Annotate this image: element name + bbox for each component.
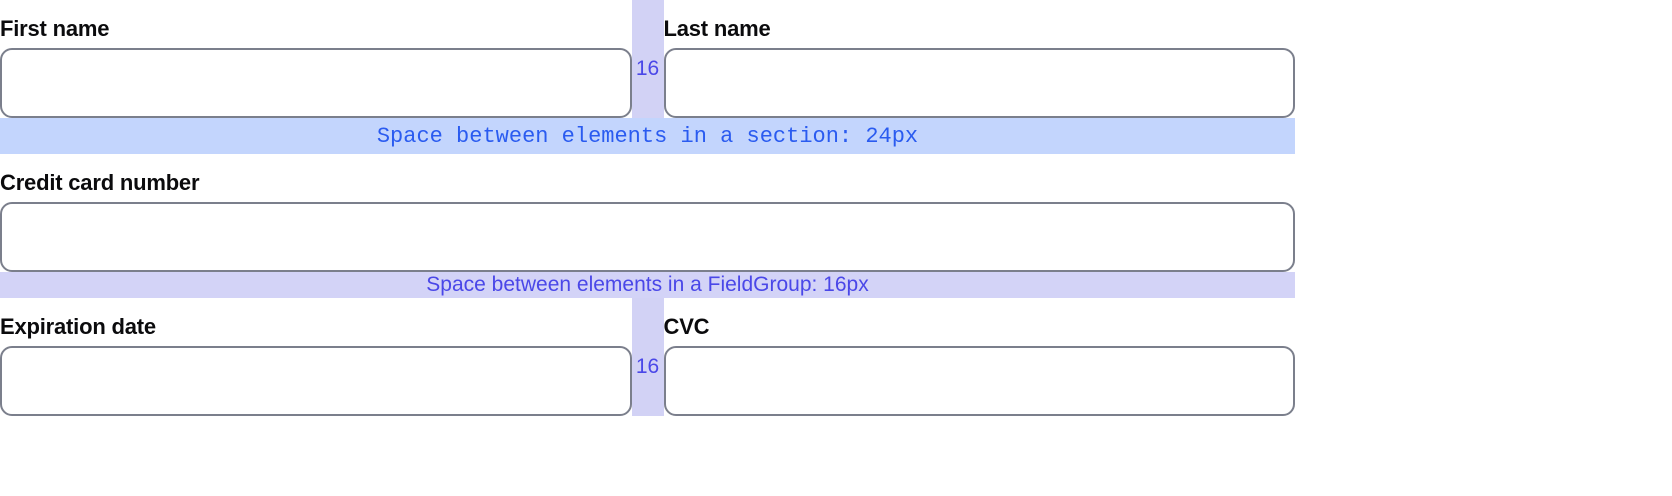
expiration-date-label: Expiration date xyxy=(0,314,156,339)
expiration-date-input[interactable] xyxy=(0,346,632,416)
name-field-row: First name 16 Last name xyxy=(0,0,1295,118)
last-name-label: Last name xyxy=(663,16,771,41)
gap-marker-expiry-cvc: 16 xyxy=(631,298,664,416)
first-name-label: First name xyxy=(0,16,110,41)
gap-marker-value: 16 xyxy=(635,355,660,378)
credit-card-field-group: Credit card number xyxy=(0,154,1295,272)
credit-card-number-input[interactable] xyxy=(0,202,1295,272)
fieldgroup-spacing-annotation-text: Space between elements in a FieldGroup: … xyxy=(426,273,869,296)
first-name-field-group: First name xyxy=(0,0,632,118)
cvc-input[interactable] xyxy=(663,346,1295,416)
section-spacing-annotation-banner: Space between elements in a section: 24p… xyxy=(0,118,1295,154)
expiry-cvc-field-row: Expiration date 16 CVC xyxy=(0,298,1295,416)
expiration-date-field-group: Expiration date xyxy=(0,298,632,416)
fieldgroup-spacing-annotation-banner: Space between elements in a FieldGroup: … xyxy=(0,272,1295,298)
section-spacing-annotation-text: Space between elements in a section: 24p… xyxy=(376,123,919,149)
form-content-column: First name 16 Last name Space between el… xyxy=(0,0,1295,416)
gap-marker-first-last: 16 xyxy=(631,0,664,118)
gap-marker-value: 16 xyxy=(635,57,660,80)
last-name-input[interactable] xyxy=(663,48,1295,118)
first-name-input[interactable] xyxy=(0,48,632,118)
last-name-field-group: Last name xyxy=(663,0,1295,118)
credit-card-number-label: Credit card number xyxy=(0,170,200,195)
cvc-label: CVC xyxy=(663,314,710,339)
cvc-field-group: CVC xyxy=(663,298,1295,416)
